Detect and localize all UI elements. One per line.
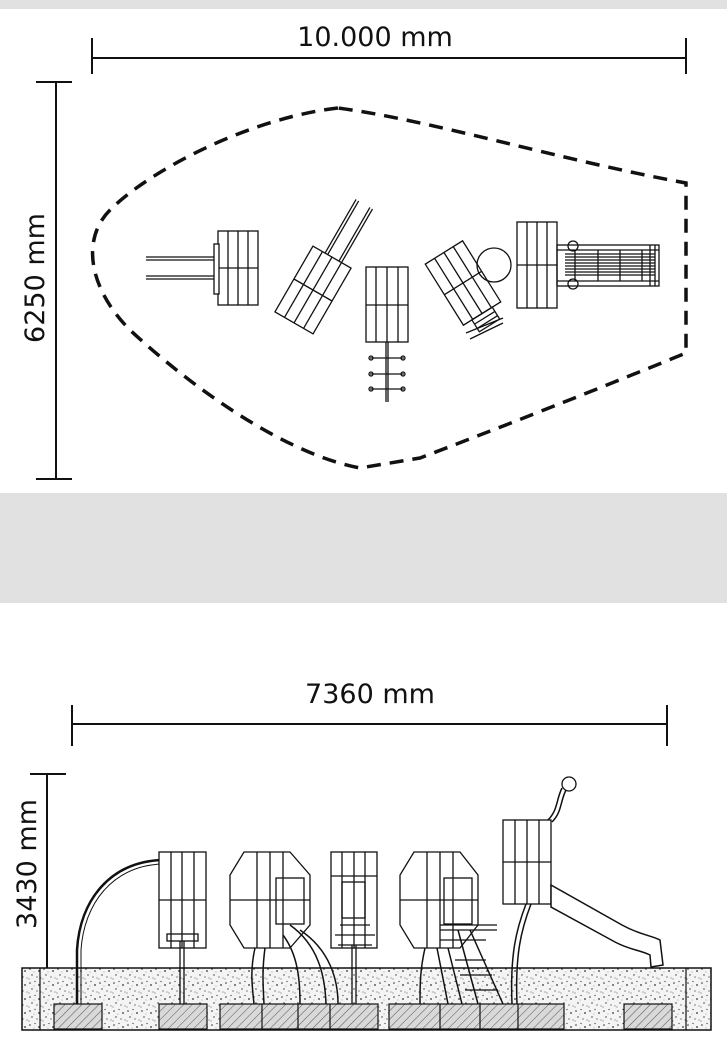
plan-tower-2	[274, 199, 374, 335]
middle-band	[0, 493, 727, 603]
plan-tower-4	[424, 239, 512, 340]
plan-width-label: 10.000 mm	[297, 22, 453, 53]
plan-depth-dimension	[36, 81, 72, 480]
elevation-width-dimension	[71, 705, 668, 746]
foundation-footings	[53, 1003, 673, 1030]
elevation-hex-tower-1	[229, 851, 339, 1005]
plan-tower-1	[146, 230, 259, 306]
plan-tower-3	[365, 266, 409, 402]
elevation-slide-tower	[502, 776, 664, 1005]
elevation-width-label: 7360 mm	[305, 679, 435, 710]
plan-view: 10.000 mm 6250 mm	[20, 22, 688, 480]
top-band	[0, 0, 727, 9]
plan-width-dimension	[91, 38, 687, 74]
plan-depth-label: 6250 mm	[20, 213, 51, 343]
elevation-view: 7360 mm 3430 mm	[12, 679, 712, 1031]
elevation-hex-tower-2	[399, 851, 504, 1005]
elevation-height-dimension	[30, 773, 66, 968]
elevation-tower-1	[75, 851, 207, 1004]
plan-slide-tower	[516, 221, 660, 309]
elevation-height-label: 3430 mm	[12, 799, 43, 929]
safety-zone-outline	[90, 106, 688, 470]
elevation-tower-3	[330, 851, 378, 1004]
